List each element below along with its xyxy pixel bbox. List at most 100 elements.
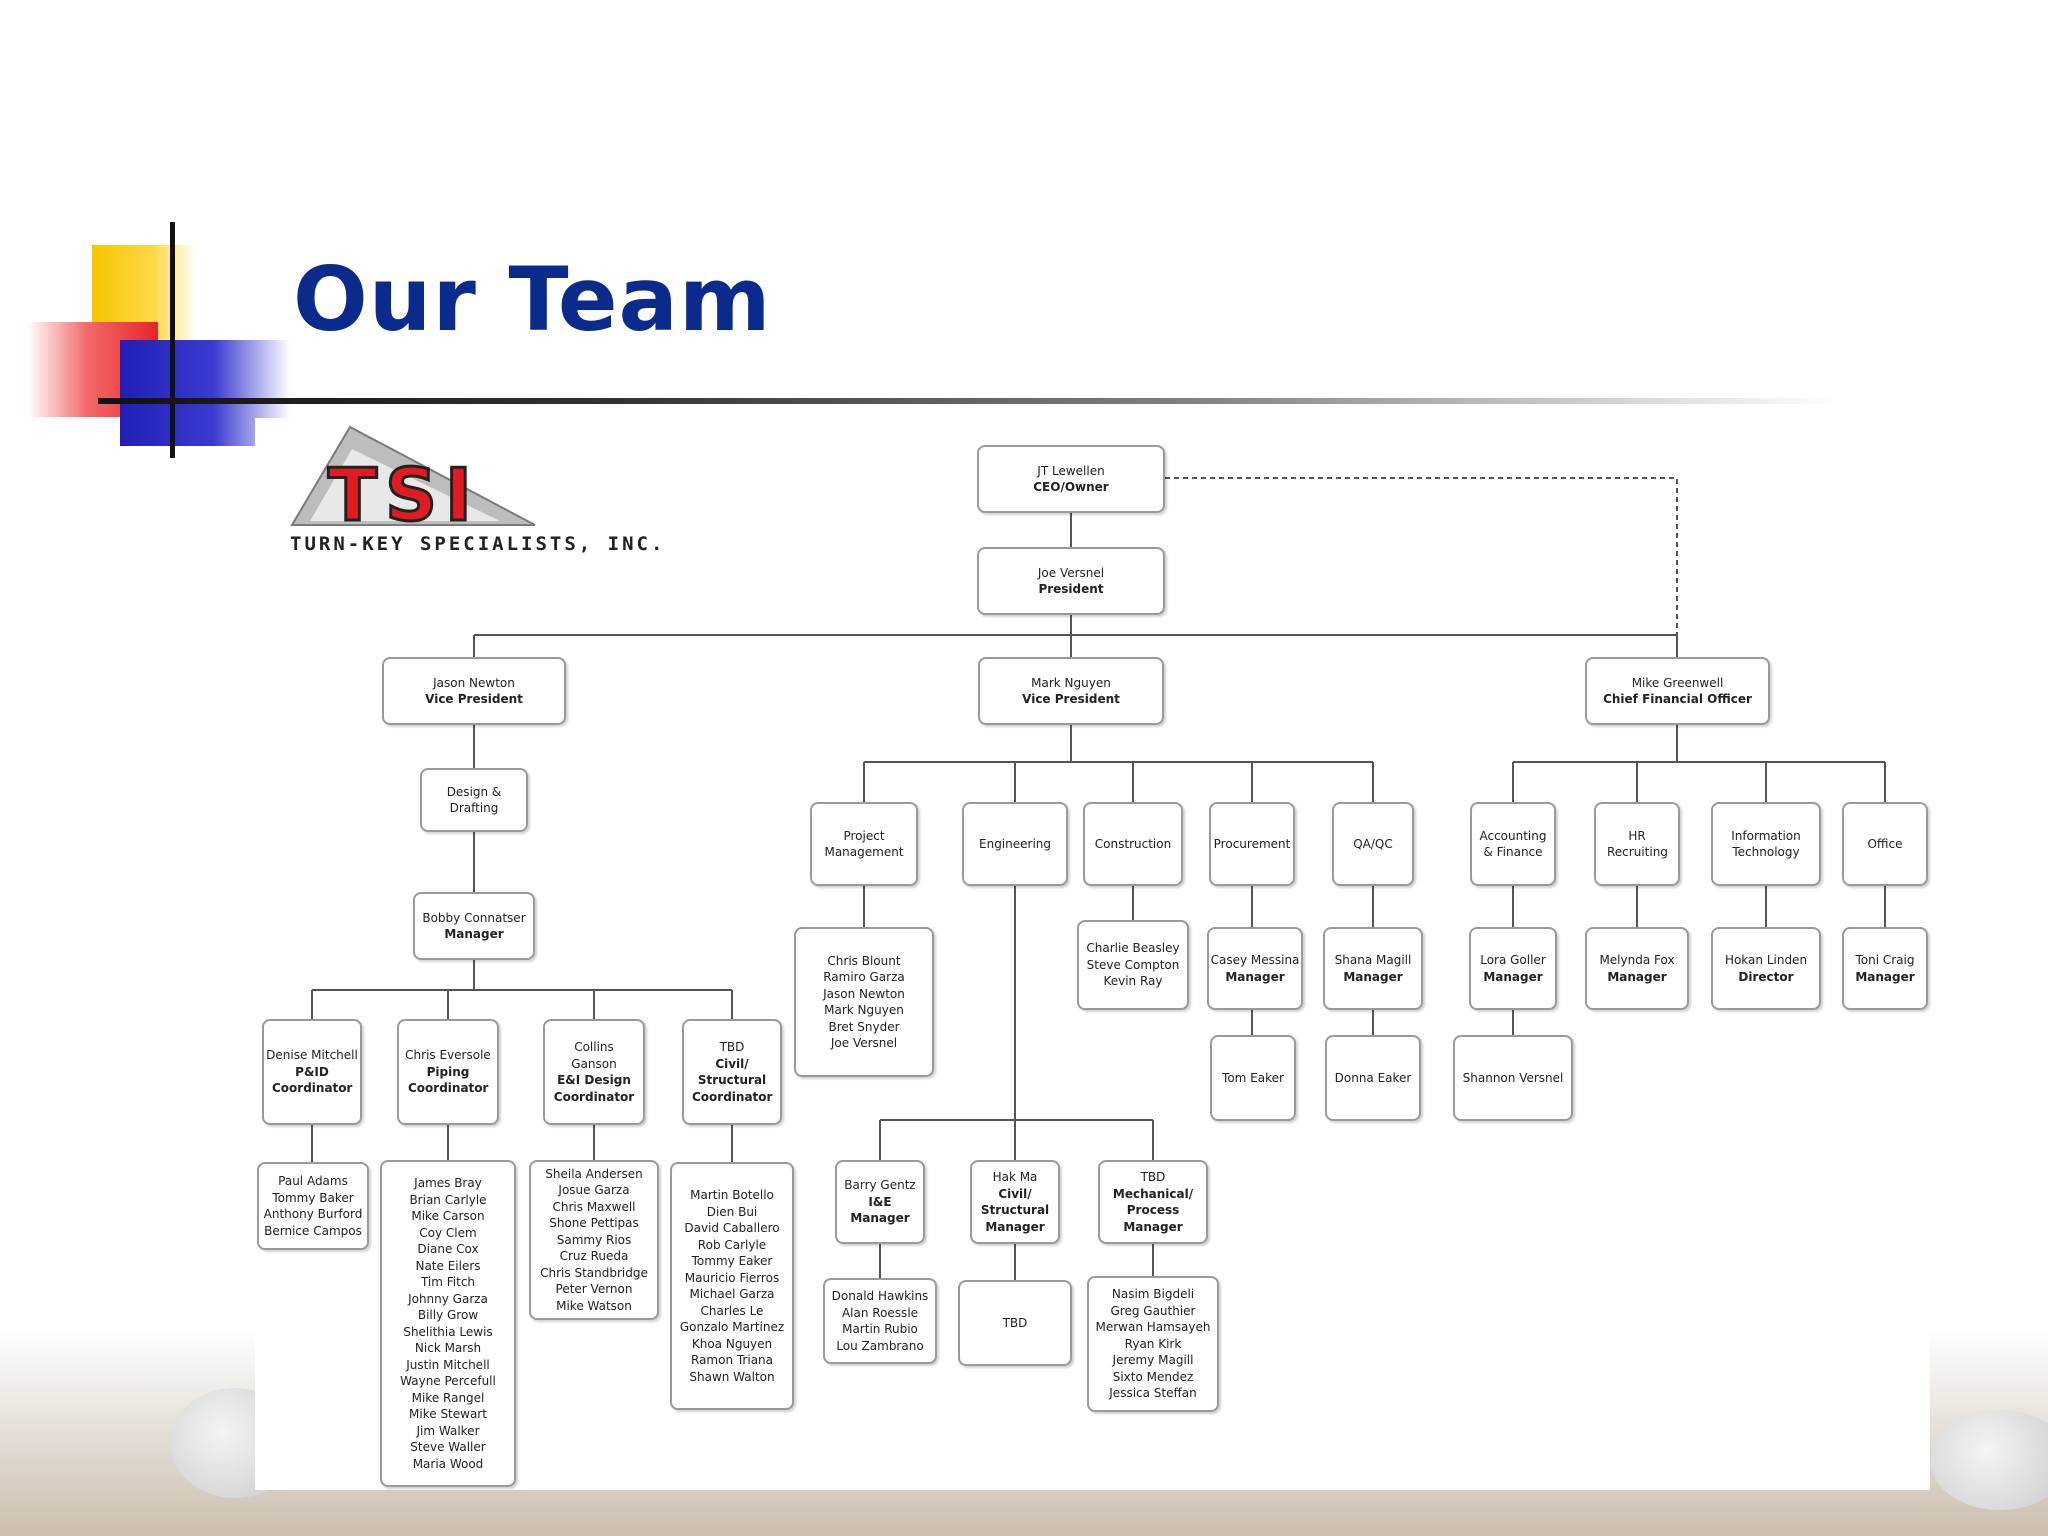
coordinator-box: Chris Eversole Piping Coordinator <box>397 1019 499 1125</box>
staff-name: Justin Mitchell <box>406 1357 490 1372</box>
staff-box: Tom Eaker <box>1210 1035 1296 1121</box>
design-manager-name: Bobby Connatser <box>422 910 526 925</box>
coordinator-name: Chris Eversole <box>405 1048 491 1063</box>
staff-name: Ramiro Garza <box>823 970 905 984</box>
staff-name: Khoa Nguyen <box>691 1336 773 1351</box>
staff-list-box: Sheila Andersen Josue Garza Chris Maxwel… <box>529 1160 659 1320</box>
staff-name: Chris Standbridge <box>540 1265 648 1280</box>
staff-name: Martin Rubio <box>842 1322 918 1336</box>
staff-list-box: Martin Botello Dien Bui David Caballero … <box>670 1162 794 1410</box>
staff-name: Alan Roessle <box>841 1305 919 1320</box>
staff-name: Mark Nguyen <box>824 1003 904 1017</box>
department-label: Accounting & Finance <box>1479 828 1547 860</box>
decor-vertical-line <box>170 222 175 458</box>
president-title: President <box>1038 582 1104 596</box>
manager-name: Hokan Linden <box>1724 953 1808 967</box>
manager-name: Shana Magill <box>1334 953 1412 967</box>
manager-name: Hak Ma <box>992 1170 1038 1184</box>
department-label: QA/QC <box>1353 836 1393 851</box>
dashed-connector <box>1165 477 1678 635</box>
manager-name: Lora Goller <box>1480 953 1546 967</box>
staff-name: Merwan Hamsayeh <box>1095 1320 1211 1335</box>
staff-name: Lou Zambrano <box>836 1338 924 1353</box>
president-box: Joe Versnel President <box>977 547 1165 615</box>
manager-title: Civil/ Structural Manager <box>980 1186 1050 1234</box>
manager-title: Manager <box>1483 969 1543 984</box>
staff-name: Shannon Versnel <box>1462 1070 1564 1085</box>
staff-name: Mike Rangel <box>411 1390 485 1405</box>
ceo-name: JT Lewellen <box>1037 463 1105 478</box>
staff-name: Rob Carlyle <box>697 1237 767 1252</box>
staff-name: Mike Watson <box>556 1298 632 1313</box>
logo-tagline: TURN-KEY SPECIALISTS, INC. <box>290 533 666 555</box>
background-tank <box>1930 1410 2048 1510</box>
manager-box: Lora Goller Manager <box>1469 927 1557 1010</box>
coordinator-box: Denise Mitchell P&ID Coordinator <box>262 1019 362 1125</box>
eng-manager-box: TBD Mechanical/ Process Manager <box>1098 1160 1208 1244</box>
department-box: Project Management <box>810 802 918 886</box>
slide-title: Our Team <box>293 248 772 351</box>
staff-name: Charlie Beasley <box>1086 941 1180 956</box>
tsi-logo: TSI <box>290 425 536 539</box>
staff-name: Nick Marsh <box>414 1341 482 1355</box>
manager-box: Casey Messina Manager <box>1207 927 1303 1010</box>
department-label: Project Management <box>824 828 904 860</box>
staff-name: Tim Fitch <box>420 1275 476 1289</box>
coordinator-name: TBD <box>719 1040 745 1054</box>
design-manager-title: Manager <box>444 927 504 941</box>
manager-name: Casey Messina <box>1210 953 1300 967</box>
cfo-title: Chief Financial Officer <box>1603 692 1752 706</box>
staff-box: Donna Eaker <box>1325 1035 1421 1121</box>
coordinator-title: E&I Design Coordinator <box>553 1073 635 1104</box>
design-manager-box: Bobby Connatser Manager <box>413 892 535 960</box>
title-underline <box>98 398 1838 404</box>
eng-staff-box: Donald Hawkins Alan Roessle Martin Rubio… <box>823 1278 937 1364</box>
staff-name: Jason Newton <box>823 986 905 1001</box>
manager-title: I&E Manager <box>850 1194 910 1226</box>
staff-name: Charles Le <box>700 1303 764 1318</box>
department-label: Office <box>1867 836 1903 851</box>
staff-name: Diane Cox <box>417 1242 479 1256</box>
staff-name: Chris Maxwell <box>552 1199 636 1214</box>
staff-name: Shone Pettipas <box>549 1216 639 1231</box>
staff-name: Peter Vernon <box>555 1282 633 1297</box>
staff-name: Mauricio Fierros <box>684 1270 780 1285</box>
president-name: Joe Versnel <box>1037 565 1105 580</box>
staff-name: Donald Hawkins <box>831 1289 929 1303</box>
department-box: Engineering <box>962 802 1068 886</box>
ceo-title: CEO/Owner <box>1033 480 1109 494</box>
staff-name: Nasim Bigdeli <box>1111 1287 1195 1302</box>
department-box: HR Recruiting <box>1594 802 1680 886</box>
staff-name: Michael Garza <box>689 1287 775 1301</box>
department-box: Information Technology <box>1711 802 1821 886</box>
staff-name: Joe Versnel <box>830 1036 898 1050</box>
staff-name: Donna Eaker <box>1334 1070 1412 1085</box>
coordinator-title: Piping Coordinator <box>408 1064 489 1096</box>
staff-name: Steve Compton <box>1086 957 1180 972</box>
vp-center-name: Mark Nguyen <box>1031 675 1111 690</box>
staff-name: Tom Eaker <box>1222 1070 1284 1085</box>
manager-title: Manager <box>1855 969 1915 984</box>
manager-name: Barry Gentz <box>844 1178 916 1193</box>
staff-name: Sammy Rios <box>556 1232 632 1247</box>
logo-letters: TSI <box>328 453 480 537</box>
eng-manager-box: Hak Ma Civil/ Structural Manager <box>970 1160 1060 1244</box>
vp-center-title: Vice President <box>1022 692 1120 706</box>
staff-name: Mike Stewart <box>409 1407 487 1421</box>
cfo-name: Mike Greenwell <box>1631 675 1724 690</box>
staff-name: Paul Adams <box>278 1174 348 1188</box>
staff-name: Johnny Garza <box>408 1291 488 1306</box>
staff-name: James Bray <box>414 1176 482 1190</box>
staff-name: Cruz Rueda <box>559 1249 629 1264</box>
department-box: Procurement <box>1209 802 1295 886</box>
staff-name: Nate Eilers <box>415 1258 481 1273</box>
staff-name: Shelithia Lewis <box>403 1324 493 1339</box>
vp-left-name: Jason Newton <box>433 675 515 690</box>
staff-name: Dien Bui <box>706 1204 758 1219</box>
staff-name: Mike Carson <box>411 1209 485 1223</box>
coordinator-name: Denise Mitchell <box>266 1048 358 1063</box>
department-box: Office <box>1842 802 1928 886</box>
manager-title: Mechanical/ Process Manager <box>1112 1186 1194 1234</box>
staff-name: Martin Botello <box>690 1188 774 1202</box>
